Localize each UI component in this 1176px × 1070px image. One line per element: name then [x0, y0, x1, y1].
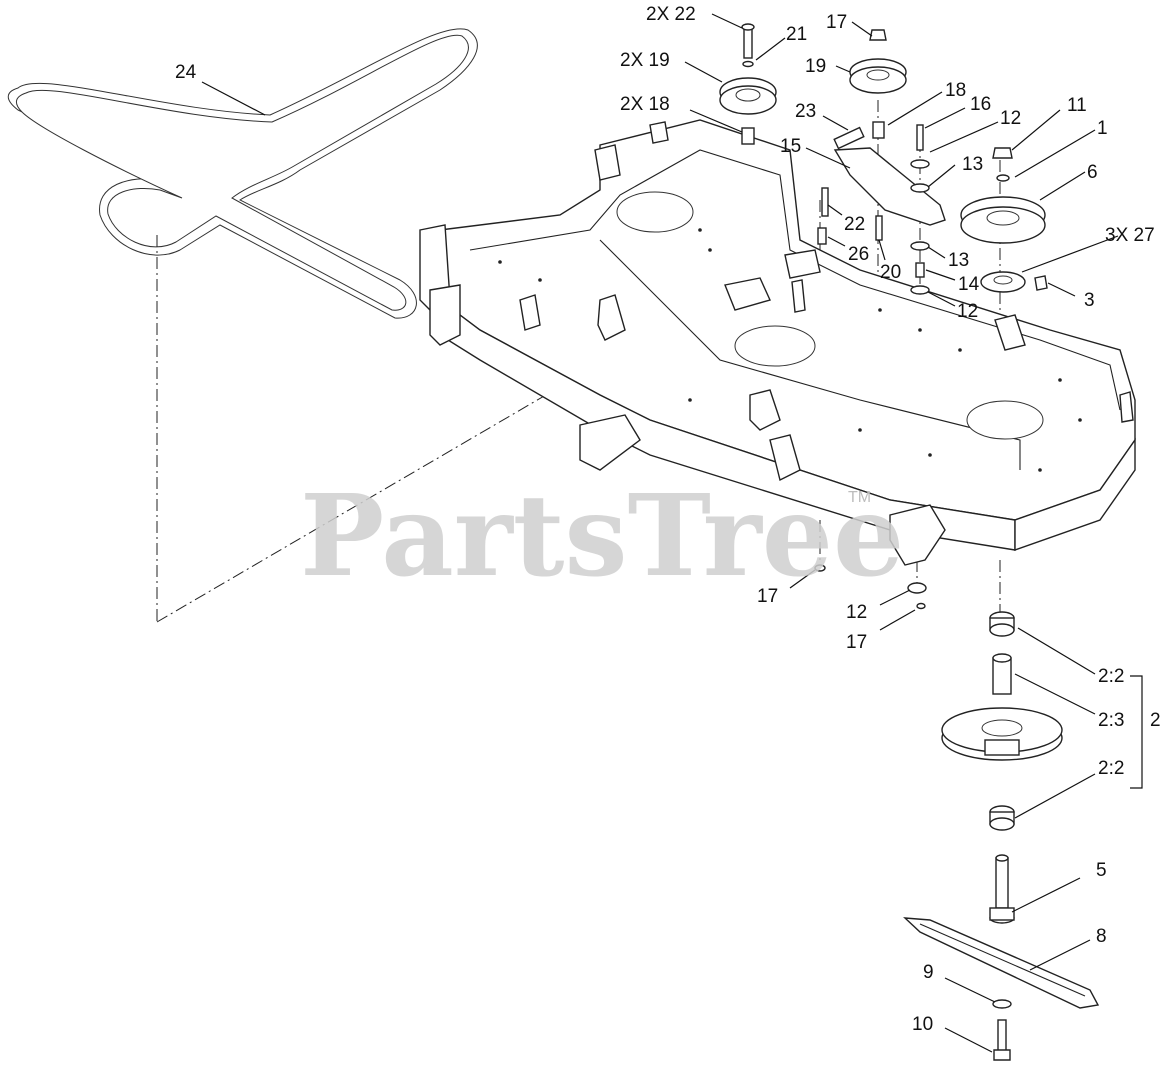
callout-1: 1: [1097, 118, 1108, 139]
idler-pulley-left: [719, 23, 777, 145]
callout-13-b: 13: [948, 250, 969, 271]
callout-2x19: 2X 19: [620, 50, 670, 71]
spindle-shaft: [989, 854, 1015, 924]
callout-15: 15: [780, 136, 801, 157]
trademark-mark: TM: [848, 489, 871, 506]
callout-23: 23: [795, 101, 816, 122]
callout-12-mid: 12: [957, 301, 978, 322]
callout-13-a: 13: [962, 154, 983, 175]
callout-11: 11: [1067, 95, 1087, 116]
callout-2-3: 2:3: [1098, 710, 1124, 731]
callout-19: 19: [805, 56, 826, 77]
watermark: PartsTree: [300, 471, 904, 602]
blade-bolt: [992, 999, 1012, 1061]
under-deck-hardware: [814, 564, 927, 610]
idler-pulley-right: [849, 29, 907, 139]
callout-17-bottom: 17: [846, 632, 867, 653]
callout-6: 6: [1087, 162, 1098, 183]
spindle-pulley: [960, 147, 1048, 293]
idler-arm: [833, 126, 946, 226]
callout-17-low: 17: [757, 586, 778, 607]
mower-deck: [419, 119, 1136, 566]
callout-16: 16: [970, 94, 991, 115]
callout-labels: 2X 22 21 17 2X 19 19 24 2X 18 18 16 23 1…: [175, 4, 1161, 1035]
callout-2x18: 2X 18: [620, 94, 670, 115]
center-spindle-hardware: [817, 124, 930, 295]
callout-2-2b: 2:2: [1098, 758, 1124, 779]
callout-2: 2: [1150, 710, 1161, 731]
callout-24: 24: [175, 62, 197, 83]
drive-belt: [7, 28, 478, 319]
callout-2-2a: 2:2: [1098, 666, 1124, 687]
callout-12-top: 12: [1000, 108, 1021, 129]
callout-21: 21: [786, 24, 807, 45]
callout-9: 9: [923, 962, 934, 983]
callout-14: 14: [958, 274, 980, 295]
callout-10: 10: [912, 1014, 933, 1035]
spindle-assembly: [941, 611, 1063, 831]
callout-3x27: 3X 27: [1105, 225, 1155, 246]
callout-18: 18: [945, 80, 966, 101]
callout-12-low: 12: [846, 602, 867, 623]
callout-17-top: 17: [826, 12, 847, 33]
mower-blade: [903, 917, 1100, 1009]
callout-22: 22: [844, 214, 865, 235]
callout-8: 8: [1096, 926, 1107, 947]
callout-5: 5: [1096, 860, 1107, 881]
callout-3: 3: [1084, 290, 1095, 311]
callout-2x22: 2X 22: [646, 4, 696, 25]
callout-20: 20: [880, 262, 901, 283]
callout-26: 26: [848, 244, 869, 265]
leader-lines: [201, 13, 1143, 1053]
